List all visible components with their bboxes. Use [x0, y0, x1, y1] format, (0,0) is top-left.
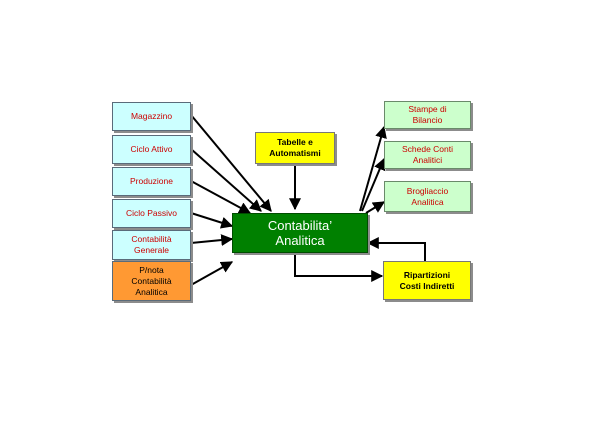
arrow-brogliaccio [365, 201, 386, 214]
output-schede-conti-analitici: Schede Conti Analitici [384, 141, 471, 169]
arrow-from-ripartizioni [366, 237, 426, 261]
arrow-contabilita-generale [190, 234, 234, 247]
source-magazzino: Magazzino [112, 102, 191, 131]
output-stampe-bilancio: Stampe di Bilancio [384, 101, 471, 129]
source-ciclo-passivo: Ciclo Passivo [112, 199, 191, 228]
arrow-ciclo-passivo [190, 212, 234, 229]
source-produzione: Produzione [112, 167, 191, 196]
ripartizioni-costi-indiretti-box: Ripartizioni Costi Indiretti [383, 261, 471, 300]
source-pnota-contabilita-analitica: P/nota Contabilità Analitica [112, 261, 191, 301]
arrow-magazzino [190, 114, 272, 212]
source-contabilita-generale: Contabilità Generale [112, 230, 191, 260]
arrow-produzione [190, 180, 252, 214]
contabilita-analitica-box: Contabilita’ Analitica [232, 213, 368, 253]
output-brogliaccio-analitica: Brogliaccio Analitica [384, 181, 471, 212]
tabelle-automatismi-box: Tabelle e Automatismi [255, 132, 335, 164]
source-ciclo-attivo: Ciclo Attivo [112, 135, 191, 164]
arrow-to-ripartizioni [294, 253, 384, 282]
arrow-schede [361, 157, 386, 212]
arrow-ciclo-attivo [190, 148, 262, 212]
arrow-stampe [359, 125, 387, 212]
arrow-pnota [190, 261, 234, 286]
